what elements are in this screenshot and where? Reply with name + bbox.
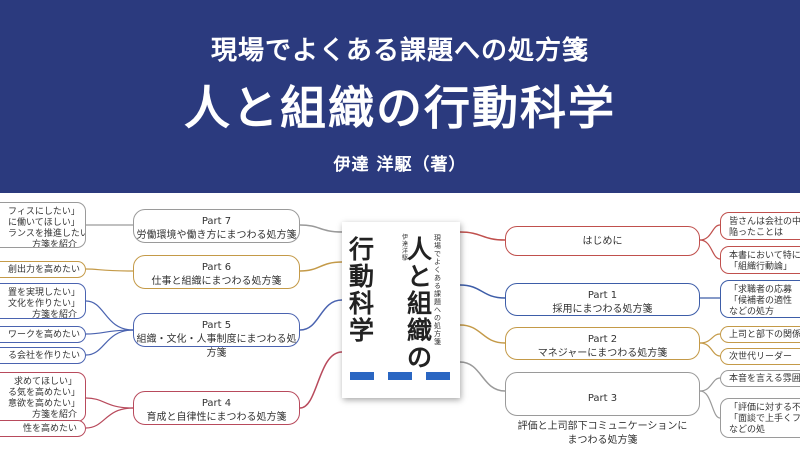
part3-number: Part 3 [587, 393, 618, 404]
leaf-right-2[interactable]: 本書において特に 「組織行動論」 [720, 246, 800, 274]
connector-leaf-l5 [85, 329, 134, 356]
connector-part3 [459, 361, 506, 392]
leaf-right-7[interactable]: 「評価に対する不 「面談で上手くフィ などの処 [720, 398, 800, 438]
connector-leaf-r6 [699, 377, 721, 392]
leaf-left-3[interactable]: 置を実現したい」 文化を作りたい」 方箋を紹介 [0, 283, 86, 319]
part1-number: Part 1 [587, 290, 618, 301]
node-part1[interactable]: Part 1 採用にまつわる処方箋 [505, 283, 700, 316]
part6-title: 仕事と組織にまつわる処方箋 [151, 276, 282, 287]
book-subtitle: 現場でよくある課題への処方箋 [434, 234, 441, 346]
connector-part5 [299, 299, 343, 331]
connector-leaf-r7 [699, 390, 721, 419]
node-part4[interactable]: Part 4 育成と自律性にまつわる処方箋 [133, 391, 300, 425]
part3-title: 評価と上司部下コミュニケーションに まつわる処方箋 [517, 421, 688, 446]
part5-number: Part 5 [201, 320, 232, 331]
connector-part2 [459, 324, 506, 344]
connector-part6 [299, 261, 343, 272]
book-tag-3 [426, 372, 450, 380]
book-cover: 人と組織の 行動科学 現場でよくある課題への処方箋 伊達洋駆 [342, 222, 460, 398]
banner-author: 伊達 洋駆（著） [333, 155, 467, 175]
intro-title: はじめに [582, 236, 623, 247]
connector-leaf-l6 [85, 397, 134, 409]
leaf-left-4[interactable]: ワークを高めたい [0, 326, 86, 343]
book-tag-2 [388, 372, 412, 380]
part2-title: マネジャーにまつわる処方箋 [537, 348, 668, 359]
node-part3[interactable]: Part 3 評価と上司部下コミュニケーションに まつわる処方箋 [505, 372, 700, 446]
part7-title: 労働環境や働き方にまつわる処方箋 [136, 230, 297, 241]
node-part2[interactable]: Part 2 マネジャーにまつわる処方箋 [505, 327, 700, 360]
part5-title: 組織・文化・人事制度にまつわる処方箋 [136, 334, 297, 359]
part7-number: Part 7 [201, 216, 232, 227]
connector-leaf-l2 [85, 268, 134, 272]
part2-number: Part 2 [587, 334, 618, 345]
connector-leaf-r4 [699, 333, 721, 344]
node-part6[interactable]: Part 6 仕事と組織にまつわる処方箋 [133, 255, 300, 289]
node-part5[interactable]: Part 5 組織・文化・人事制度にまつわる処方箋 [133, 313, 300, 359]
book-title-column-1: 人と組織の [406, 235, 432, 372]
part6-number: Part 6 [201, 262, 232, 273]
connector-part7 [299, 224, 343, 233]
connector-leaf-r2 [699, 239, 721, 260]
banner-title: 人と組織の行動科学 [184, 81, 616, 135]
node-part7[interactable]: Part 7 労働環境や働き方にまつわる処方箋 [133, 209, 300, 243]
banner-subtitle: 現場でよくある課題への処方箋 [210, 36, 589, 66]
connector-leaf-r1 [699, 224, 721, 241]
connector-part4 [299, 351, 343, 409]
connector-leaf-r5 [699, 342, 721, 357]
title-banner: 現場でよくある課題への処方箋 人と組織の行動科学 伊達 洋駆（著） [0, 0, 800, 193]
connector-intro [459, 231, 506, 241]
book-tag-1 [350, 372, 374, 380]
book-author: 伊達洋駆 [402, 234, 409, 262]
connector-leaf-l7 [85, 407, 134, 429]
mindmap-connectors [85, 224, 721, 429]
leaf-left-2[interactable]: 創出力を高めたい [0, 261, 86, 278]
leaf-right-3[interactable]: 「求職者の応募 「候補者の適性 などの処方 [720, 280, 800, 318]
part1-title: 採用にまつわる処方箋 [552, 304, 653, 315]
leaf-left-7[interactable]: 性を高めたい [0, 420, 86, 437]
leaf-right-5[interactable]: 次世代リーダー [720, 348, 800, 365]
leaf-left-6[interactable]: 求めてほしい」 る気を高めたい」 意欲を高めたい」 方箋を紹介 [0, 372, 86, 422]
part4-title: 育成と自律性にまつわる処方箋 [146, 412, 287, 423]
book-title-column-2: 行動科学 [348, 235, 374, 345]
leaf-right-1[interactable]: 皆さんは会社の中で 陥ったことは [720, 212, 800, 240]
part4-number: Part 4 [201, 398, 232, 409]
leaf-left-5[interactable]: る会社を作りたい [0, 347, 86, 364]
connector-part1 [459, 284, 506, 299]
leaf-right-6[interactable]: 本音を言える雰囲 [720, 370, 800, 387]
node-intro[interactable]: はじめに [505, 226, 700, 256]
leaf-left-1[interactable]: フィスにしたい」 に働いてほしい」 ランスを推進したい」 方箋を紹介 [0, 202, 86, 248]
leaf-right-4[interactable]: 上司と部下の関係 [720, 326, 800, 343]
connector-leaf-l3 [85, 300, 134, 331]
